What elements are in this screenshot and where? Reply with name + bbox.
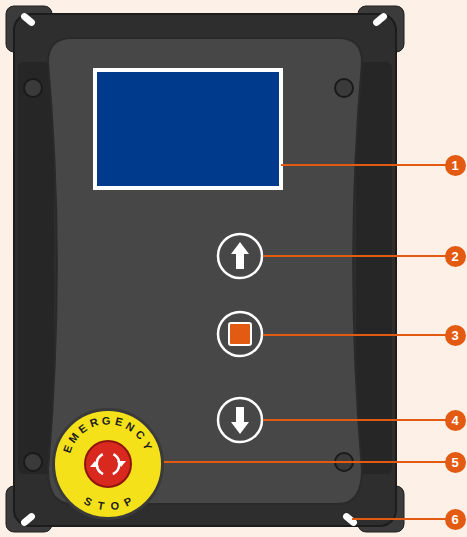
up-arrow-icon xyxy=(231,242,249,269)
callout-number: 1 xyxy=(445,155,466,176)
down-button xyxy=(218,398,262,442)
red-button-cap xyxy=(85,441,131,487)
leader-line xyxy=(263,334,446,336)
display-screen xyxy=(95,70,281,188)
leader-line xyxy=(263,419,446,421)
callout-number: 5 xyxy=(445,452,466,473)
leader-line xyxy=(352,518,446,520)
enclosure-body xyxy=(14,14,396,526)
mounting-slot xyxy=(372,12,389,28)
callout-number: 4 xyxy=(445,410,466,431)
emergency-stop-button: EMERGENCYSTOP xyxy=(52,408,164,520)
leader-line xyxy=(281,164,446,166)
stop-button xyxy=(218,312,262,356)
screw xyxy=(24,453,42,471)
up-button xyxy=(218,234,262,278)
leader-line xyxy=(128,461,446,463)
down-arrow-icon xyxy=(231,407,249,434)
side-band xyxy=(18,62,54,474)
mounting-slot xyxy=(20,12,37,28)
stop-square-icon xyxy=(229,323,251,345)
arrow-head xyxy=(117,461,126,467)
red-mushroom-button xyxy=(55,411,161,517)
callout-number: 3 xyxy=(445,325,466,346)
side-band xyxy=(356,62,392,474)
screw xyxy=(24,79,42,97)
screw xyxy=(335,79,353,97)
leader-line xyxy=(263,255,446,257)
mounting-slot xyxy=(20,512,37,528)
callout-number: 6 xyxy=(445,509,466,530)
arrow-head xyxy=(90,461,99,467)
callout-number: 2 xyxy=(445,246,466,267)
estop-bottom-text: STOP xyxy=(55,411,161,517)
estop-top-text: EMERGENCY xyxy=(55,411,161,517)
